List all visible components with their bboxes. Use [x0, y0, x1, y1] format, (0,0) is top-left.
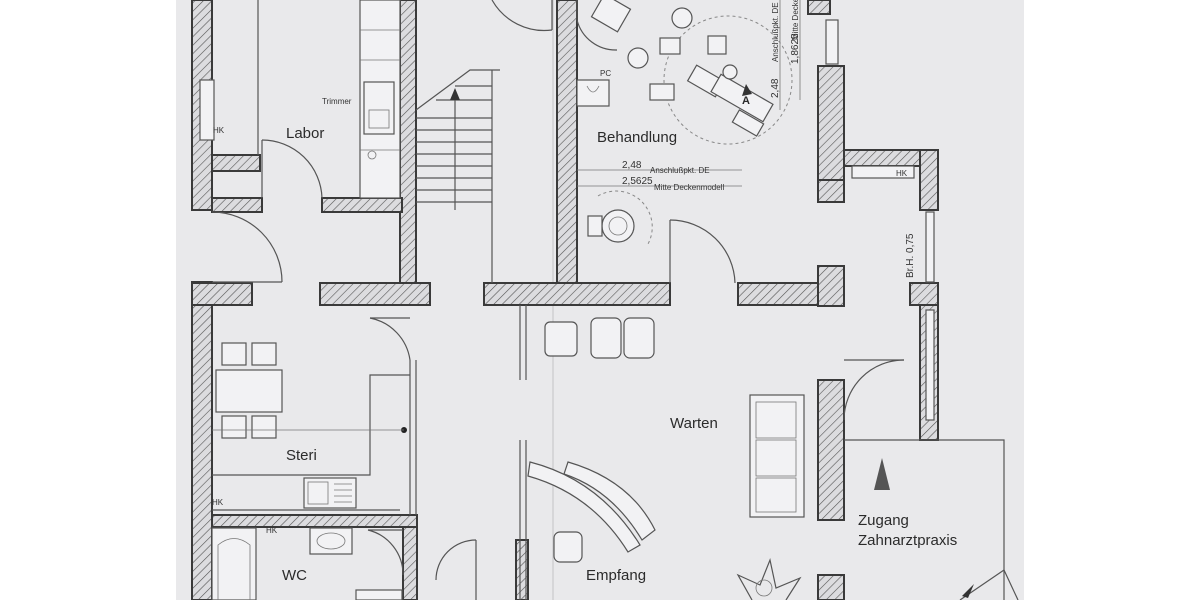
walls [191, 0, 939, 600]
wall-mid-b [319, 282, 431, 306]
labor-room: Trimmer Labor HK [199, 0, 401, 199]
wc-bathtub [211, 527, 257, 600]
labor-window [199, 79, 215, 141]
wall-labor-left-stub [211, 154, 261, 172]
pc-cabinet [576, 79, 610, 107]
labor-sink [363, 81, 395, 135]
wall-behandlung-right-top [807, 0, 831, 15]
entry-arrow-icon [874, 458, 890, 490]
wall-labor-bottom-b [321, 197, 403, 213]
svg-text:1,8625: 1,8625 [790, 33, 801, 64]
room-label-behandlung: Behandlung [597, 129, 677, 146]
pc-label: PC [600, 69, 611, 78]
empfang-room: Empfang [527, 461, 802, 600]
zugang-area: Zugang Zahnarztpraxis [844, 439, 1019, 600]
wall-mid-f [909, 282, 939, 306]
steri-table [215, 369, 283, 413]
hk-label-labor: HK [213, 126, 225, 135]
waiting-sofa [749, 394, 805, 518]
steri-room: Steri HK [212, 317, 411, 511]
hk-label-wc: HK [266, 526, 278, 535]
waiting-chair-3 [623, 317, 655, 359]
room-label-warten: Warten [670, 415, 718, 432]
room-label-zugang: Zugang [858, 512, 909, 529]
wc-room: HK WC [211, 526, 477, 600]
reception-chair [553, 531, 583, 563]
svg-text:2,48: 2,48 [770, 78, 781, 98]
door-arc-behandlung [669, 219, 736, 284]
trimmer-label: Trimmer [322, 97, 352, 106]
window-height-label: Br.H. 0,75 [905, 233, 916, 278]
wall-mid-a [191, 282, 253, 306]
wall-warten-right [817, 379, 845, 521]
svg-text:Mitte Deckenmodell: Mitte Deckenmodell [654, 183, 724, 192]
reception-desk [527, 461, 641, 553]
svg-text:Anschlußpkt. DE: Anschlußpkt. DE [650, 166, 710, 175]
staircase [415, 0, 553, 283]
behandlung-room: PC A Behandlung 2,48 Anschlußpkt. DE 2,5… [576, 0, 935, 284]
hk-label-steri: HK [212, 498, 224, 507]
stair-direction-arrow [450, 88, 460, 100]
wall-steri-bottom [211, 514, 418, 528]
wc-washbasin [309, 527, 353, 555]
wall-empfang-left [515, 539, 529, 600]
room-label-zahnarztpraxis: Zahnarztpraxis [858, 532, 957, 549]
corridor-lines [409, 305, 527, 600]
dimension-vertical: 2,48 Anschlußpkt. DE 1,8625 Mitte Decken… [770, 0, 801, 110]
dimension-horizontal: 2,48 Anschlußpkt. DE 2,5625 Mitte Decken… [577, 160, 742, 192]
operator-stool [587, 190, 653, 245]
right-window [825, 19, 839, 65]
wall-recess-left [817, 179, 845, 203]
room-label-empfang: Empfang [586, 567, 646, 584]
section-marker-a: A [742, 95, 750, 107]
svg-text:2,48: 2,48 [622, 160, 642, 171]
dental-chair [590, 0, 774, 137]
treatment-radius [663, 15, 793, 145]
hk-label-behandlung: HK [896, 169, 908, 178]
wall-labor-right [399, 0, 417, 306]
wall-recess-right [919, 149, 939, 211]
warten-room: Warten [544, 309, 935, 518]
room-label-steri: Steri [286, 447, 317, 464]
wall-warten-right-b [817, 574, 845, 600]
waiting-chair-2 [590, 317, 622, 359]
svg-text:2,5625: 2,5625 [622, 176, 653, 187]
door-arc-hall [211, 211, 283, 283]
steri-sink [303, 477, 357, 509]
wall-left-outer-lower [191, 281, 213, 600]
wall-wc-right [402, 526, 418, 600]
room-label-wc: WC [282, 567, 307, 584]
wall-labor-bottom [211, 197, 263, 213]
svg-text:Anschlußpkt. DE: Anschlußpkt. DE [771, 2, 780, 62]
wall-mid-c [483, 282, 671, 306]
room-label-labor: Labor [286, 125, 324, 142]
wall-mid-e [817, 265, 845, 307]
svg-text:Mitte Deckenmodell: Mitte Deckenmodell [791, 0, 800, 40]
waiting-chair-1 [544, 321, 578, 357]
plant-icon [736, 557, 802, 600]
wall-behandlung-left [556, 0, 578, 306]
